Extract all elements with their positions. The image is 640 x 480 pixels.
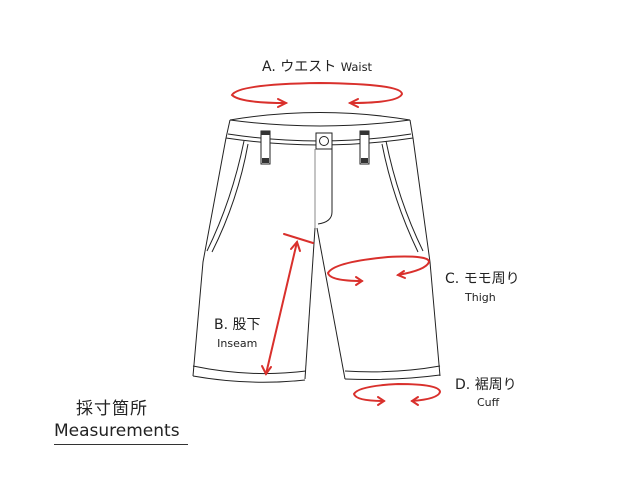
waist-arrow-icon bbox=[230, 81, 404, 108]
thigh-ja: モモ周り bbox=[463, 271, 520, 287]
inseam-en: Inseam bbox=[217, 337, 258, 350]
inseam-letter: B. bbox=[214, 317, 229, 333]
legend-title-en: Measurements bbox=[54, 421, 180, 441]
inseam-ja: 股下 bbox=[232, 317, 261, 333]
inseam-arrow-icon bbox=[261, 233, 314, 376]
legend-underline bbox=[54, 444, 188, 445]
thigh-label: C. モモ周り Thigh bbox=[445, 268, 520, 304]
thigh-en: Thigh bbox=[465, 291, 496, 304]
waist-letter: A. bbox=[262, 59, 276, 75]
waist-en: Waist bbox=[340, 60, 373, 74]
thigh-arrow-icon bbox=[326, 255, 430, 286]
waist-label: A. ウエスト Waist bbox=[262, 56, 372, 76]
shorts-outline bbox=[192, 112, 441, 383]
cuff-label: D. 裾周り Cuff bbox=[455, 374, 517, 409]
cuff-en: Cuff bbox=[477, 396, 500, 409]
inseam-label: B. 股下 Inseam bbox=[214, 314, 261, 350]
thigh-letter: C. bbox=[445, 271, 460, 287]
cuff-ja: 裾周り bbox=[474, 377, 517, 393]
legend-title-ja: 採寸箇所 bbox=[76, 399, 148, 419]
measurement-markers bbox=[230, 81, 442, 406]
measurements-legend: 採寸箇所 Measurements bbox=[54, 394, 190, 445]
cuff-arrow-icon bbox=[352, 382, 442, 406]
waist-ja: ウエスト bbox=[280, 59, 337, 75]
cuff-letter: D. bbox=[455, 377, 471, 393]
